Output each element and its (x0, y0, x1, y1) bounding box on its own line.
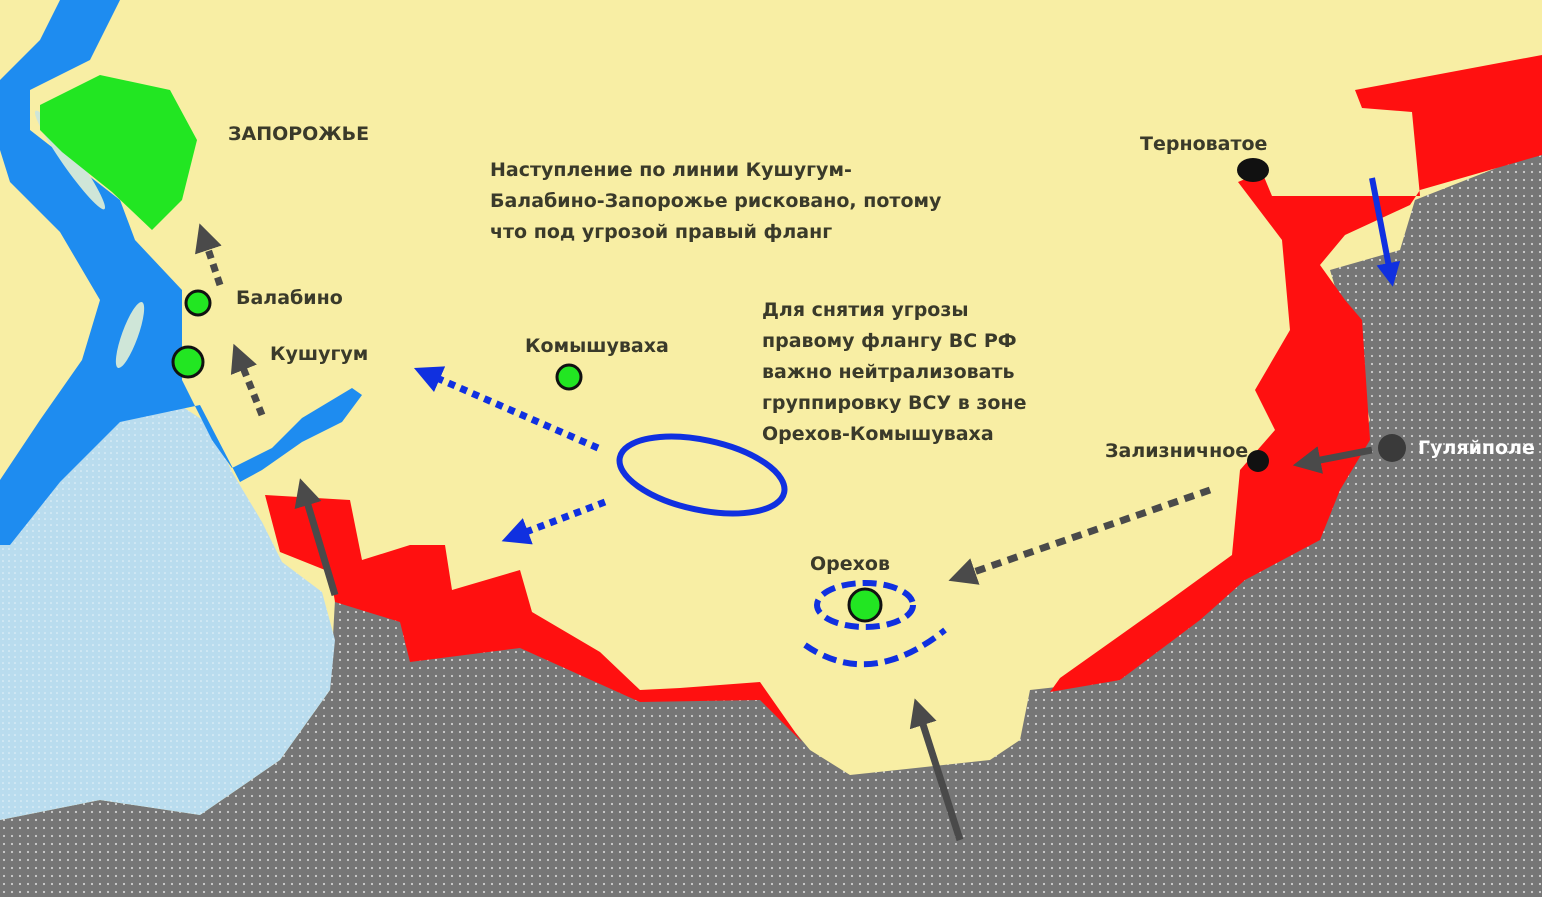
orekhov-encirclement-inner (814, 580, 916, 630)
label-balabino: Балабино (236, 287, 343, 309)
attack-arrow-kushugum (230, 343, 266, 417)
note-threat-line: группировку ВСУ в зоне (762, 392, 1027, 414)
attack-arrow-west (294, 478, 339, 597)
note-threat: Для снятия угрозы правому флангу ВС РФ в… (762, 299, 1027, 445)
note-threat-line: Для снятия угрозы (762, 299, 969, 321)
attack-arrow-zaliznichnoe (1292, 446, 1373, 474)
counter-arrow-northwest (413, 366, 600, 452)
note-advance-line: Балабино-Запорожье рисковано, потому (490, 190, 942, 212)
gulyaipole-marker (1378, 434, 1406, 462)
note-advance-line: Наступление по линии Кушугум- (490, 159, 852, 181)
note-advance-line: что под угрозой правый фланг (490, 221, 832, 243)
reservoir (0, 405, 335, 820)
zaporozhye-city-area (40, 75, 197, 230)
label-zaporozhye: ЗАПОРОЖЬЕ (228, 123, 369, 145)
note-threat-line: важно нейтрализовать (762, 361, 1015, 383)
attack-arrow-zaporozhye (195, 223, 224, 287)
label-gulyaipole: Гуляйполе (1418, 437, 1535, 459)
note-advance: Наступление по линии Кушугум- Балабино-З… (490, 159, 942, 243)
counter-arrow-south (1369, 177, 1401, 287)
label-ternovatoe: Терноватое (1140, 133, 1267, 155)
ternovatoe-marker (1237, 158, 1269, 182)
orekhov-marker (847, 587, 883, 623)
balabino-marker (184, 289, 212, 317)
note-threat-line: правому флангу ВС РФ (762, 330, 1017, 352)
label-orekhov: Орехов (810, 553, 890, 575)
label-kushugum: Кушугум (270, 343, 368, 365)
counter-arrow-west (501, 498, 607, 545)
attack-arrow-orekhov-south (909, 698, 964, 842)
frontline-west (265, 495, 802, 742)
attack-arrow-orekhov-east (948, 486, 1212, 585)
threat-zone-ellipse (616, 433, 788, 517)
label-komyshuvakha: Комышуваха (525, 335, 669, 357)
note-threat-line: Орехов-Комышуваха (762, 423, 994, 445)
kushugum-marker (171, 345, 205, 379)
island (115, 301, 145, 369)
label-zaliznichnoe: Зализничное (1105, 440, 1248, 462)
orekhov-encirclement-outer (803, 627, 947, 668)
dnieper-river (0, 0, 362, 545)
frontline-east (1050, 55, 1542, 692)
komyshuvakha-marker (555, 363, 583, 391)
zaliznichnoe-marker (1247, 450, 1269, 472)
gray-territory (0, 150, 1542, 897)
